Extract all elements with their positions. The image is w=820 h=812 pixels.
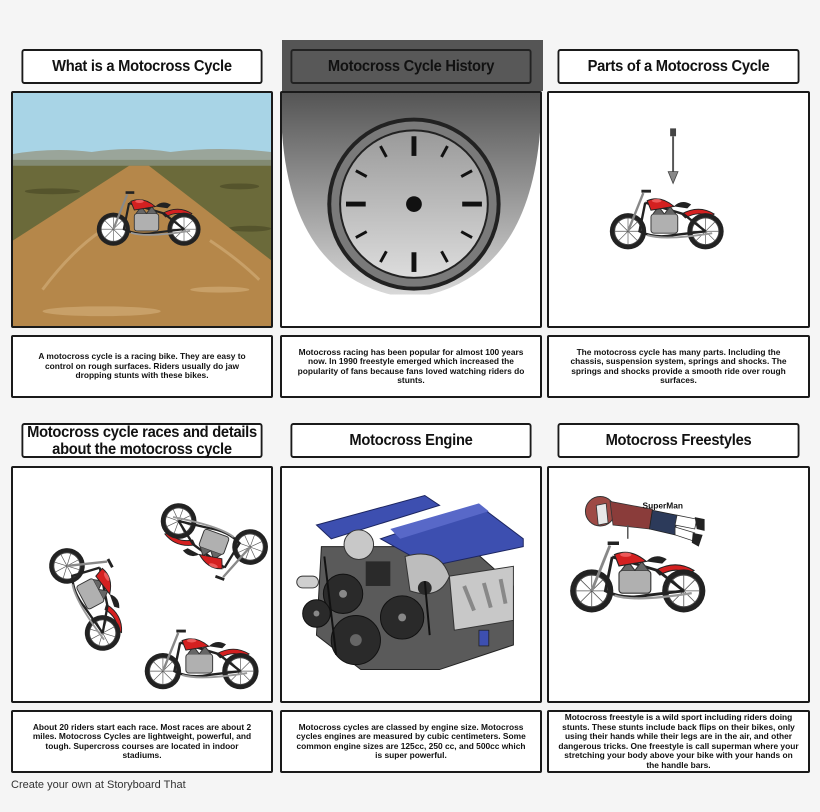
panel-4-description: About 20 riders start each race. Most ra… xyxy=(11,710,273,773)
panel-5-title-text: Motocross Engine xyxy=(349,432,473,449)
panel-4-description-text: About 20 riders start each race. Most ra… xyxy=(32,721,252,760)
panel-6-description: Motocross freestyle is a wild sport incl… xyxy=(547,710,810,773)
panel-2-title: Motocross Cycle History xyxy=(290,49,532,84)
panel-3-image xyxy=(547,91,810,328)
panel-2-image xyxy=(280,91,542,328)
panel-3-title-text: Parts of a Motocross Cycle xyxy=(587,58,770,75)
panel-1-description-text: A motocross cycle is a racing bike. They… xyxy=(38,351,246,381)
clock-illustration xyxy=(282,93,540,326)
panel-4-title-line2: about the motocross cycle xyxy=(52,440,232,458)
panel-3-description-text: The motocross cycle has many parts. Incl… xyxy=(570,346,787,385)
superman-stunt-illustration: SuperMan xyxy=(549,468,808,701)
panel-2-title-text: Motocross Cycle History xyxy=(327,58,495,75)
panel-6-title-text: Motocross Freestyles xyxy=(605,432,752,449)
engine-illustration xyxy=(282,468,540,701)
panel-3-title: Parts of a Motocross Cycle xyxy=(557,49,800,84)
panel-5-description-text: Motocross cycles are classed by engine s… xyxy=(296,721,526,760)
tumbling-motorcycles-illustration xyxy=(13,468,271,701)
panel-5-image xyxy=(280,466,542,703)
panel-1-description: A motocross cycle is a racing bike. They… xyxy=(11,335,273,398)
panel-1-title: What is a Motocross Cycle xyxy=(21,49,263,84)
arrow-icon xyxy=(667,128,679,185)
panel-6-image: SuperMan xyxy=(547,466,810,703)
panel-4-title-line1: Motocross cycle races and details xyxy=(27,423,257,441)
motorcycle-parts-illustration xyxy=(549,93,808,326)
storyboard-footer-link[interactable]: Create your own at Storyboard That xyxy=(11,779,186,791)
panel-5-title: Motocross Engine xyxy=(290,423,532,458)
panel-3-description: The motocross cycle has many parts. Incl… xyxy=(547,335,810,398)
panel-6-title: Motocross Freestyles xyxy=(557,423,800,458)
panel-6-description-text: Motocross freestyle is a wild sport incl… xyxy=(558,712,799,770)
panel-2-description-text: Motocross racing has been popular for al… xyxy=(297,346,525,385)
panel-1-title-text: What is a Motocross Cycle xyxy=(52,58,232,75)
panel-5-description: Motocross cycles are classed by engine s… xyxy=(280,710,542,773)
superman-label: SuperMan xyxy=(643,500,683,510)
panel-4-title: Motocross cycle races and details about … xyxy=(21,423,263,458)
panel-1-image xyxy=(11,91,273,328)
dirt-road-scene-illustration xyxy=(13,93,271,326)
panel-2-description: Motocross racing has been popular for al… xyxy=(280,335,542,398)
panel-4-image xyxy=(11,466,273,703)
